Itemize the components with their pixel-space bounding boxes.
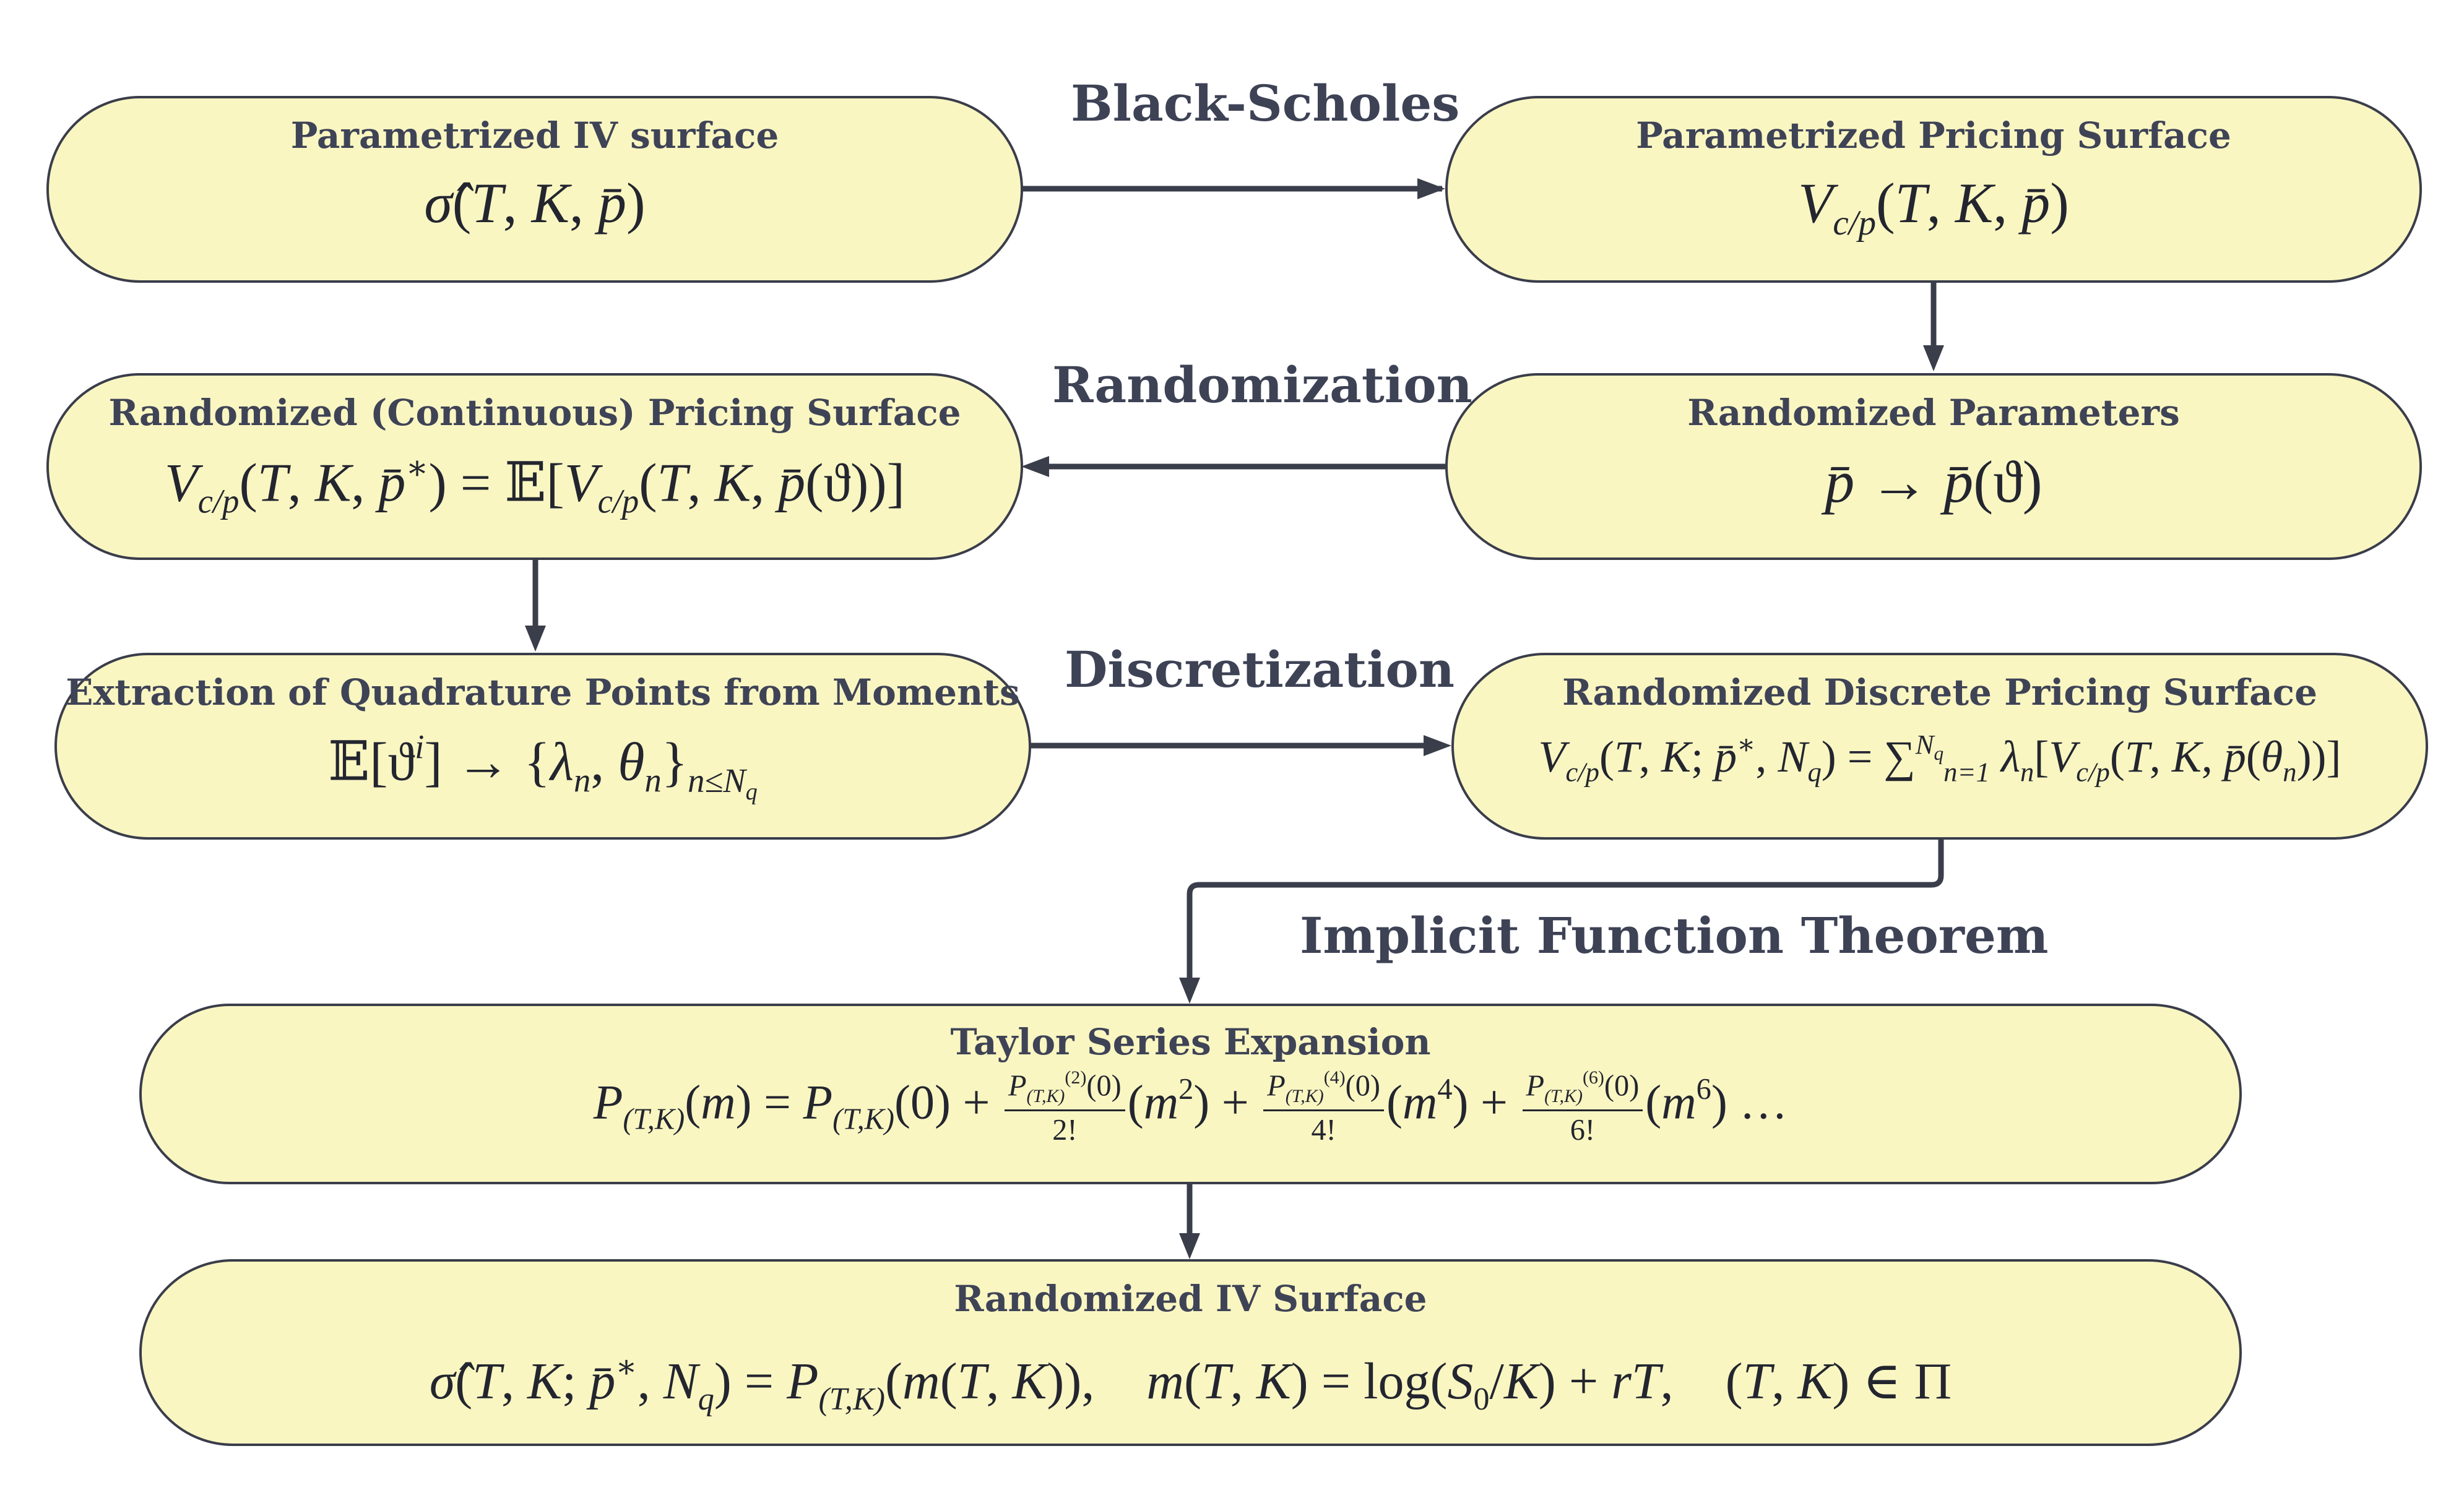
node-quadrature-extraction: Extraction of Quadrature Points from Mom… [54, 653, 1031, 840]
node-parametrized-pricing-surface: Parametrized Pricing Surface Vc/p(T, K, … [1445, 96, 2422, 283]
arrowhead-discretization [1424, 735, 1451, 756]
arrowhead-randomization [1021, 456, 1049, 477]
quadrature-formula: 𝔼[ϑi] → {λn, θn}n≤Nq [328, 728, 758, 805]
edge-label-black-scholes: Black-Scholes [1071, 74, 1460, 132]
arrowhead-ift [1179, 978, 1200, 1004]
node-randomized-continuous-pricing-surface: Randomized (Continuous) Pricing Surface … [46, 373, 1023, 560]
node-title: Randomized IV Surface [954, 1278, 1427, 1320]
randomized-iv-formula: σ̂(T, K; p̄∗, Nq) = P(T,K)(m(T, K)), m(T… [429, 1349, 1952, 1418]
node-title: Extraction of Quadrature Points from Mom… [66, 671, 1020, 713]
taylor-formula: P(T,K)(m) = P(T,K)(0) + P(T,K)(2)(0)2!(m… [593, 1067, 1788, 1147]
node-title: Randomized Discrete Pricing Surface [1562, 671, 2317, 713]
pricing-surface-formula: Vc/p(T, K, p̄) [1798, 171, 2069, 243]
iv-surface-formula: σ̂(T, K, p̄) [424, 171, 646, 235]
arrowhead-black-scholes [1417, 178, 1445, 199]
edge-label-discretization: Discretization [1065, 640, 1455, 699]
continuous-pricing-formula: Vc/p(T, K, p̄∗) = 𝔼[Vc/p(T, K, p̄(ϑ))] [165, 449, 905, 520]
randomized-parameters-formula: p̄ → p̄(ϑ) [1825, 449, 2043, 515]
node-title: Taylor Series Expansion [950, 1021, 1431, 1063]
node-title: Parametrized Pricing Surface [1636, 114, 2231, 157]
node-taylor-series-expansion: Taylor Series Expansion P(T,K)(m) = P(T,… [139, 1004, 2242, 1184]
node-title: Randomized (Continuous) Pricing Surface [108, 392, 961, 434]
edge-label-ift: Implicit Function Theorem [1300, 906, 2049, 965]
node-randomized-parameters: Randomized Parameters p̄ → p̄(ϑ) [1445, 373, 2422, 560]
arrow-ift [1187, 840, 1944, 978]
node-title: Randomized Parameters [1687, 392, 2180, 434]
node-parametrized-iv-surface: Parametrized IV surface σ̂(T, K, p̄) [46, 96, 1023, 283]
arrowhead-pricing-to-params [1923, 345, 1944, 371]
node-title: Parametrized IV surface [290, 114, 779, 157]
discrete-pricing-formula: Vc/p(T, K; p̄∗, Nq) = ∑Nqn=1 λn[Vc/p(T, … [1538, 729, 2341, 788]
node-randomized-discrete-pricing-surface: Randomized Discrete Pricing Surface Vc/p… [1451, 653, 2428, 840]
node-randomized-iv-surface: Randomized IV Surface σ̂(T, K; p̄∗, Nq) … [139, 1259, 2242, 1446]
arrowhead-continuous-to-quadrature [525, 626, 546, 652]
edge-label-randomization: Randomization [1052, 356, 1472, 414]
arrowhead-taylor-to-iv [1179, 1233, 1200, 1259]
